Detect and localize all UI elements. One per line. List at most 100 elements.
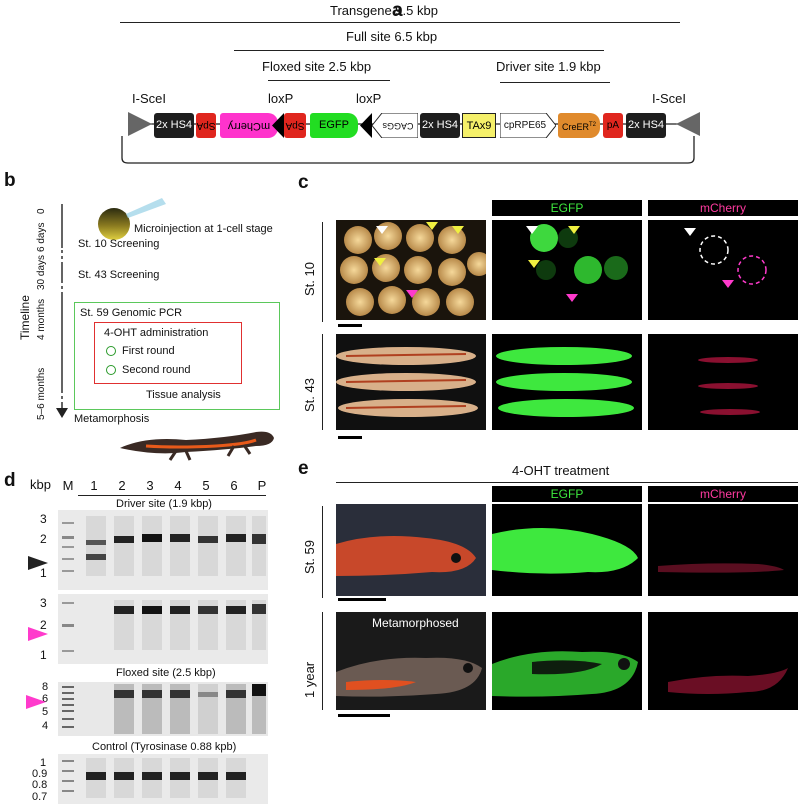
time-30-days: 30 days (36, 254, 47, 290)
transgene-label: Transgene 9.5 kbp (330, 3, 438, 18)
first-round-label: First round (122, 345, 175, 357)
driver-tick-2: 2 (40, 532, 47, 546)
cprpe65-promoter-arrow (500, 113, 556, 138)
driver-tick-1: 1 (40, 566, 47, 580)
st43-mcherry-image (648, 334, 798, 430)
second-round-circle (106, 365, 116, 375)
st59-brightfield-image (336, 504, 486, 596)
microinjection-label: Microinjection at 1-cell stage (134, 223, 273, 235)
mcherry-box: mCherry (220, 113, 278, 138)
st43-scalebar (338, 436, 362, 439)
control-tick-1: 1 (40, 757, 47, 769)
floxed-site-line (268, 80, 390, 81)
one-year-scalebar (338, 714, 390, 717)
cags-promoter-arrow (372, 113, 418, 138)
isce1-right-triangle (676, 112, 700, 136)
panel-c-mcherry-header: mCherry (648, 200, 798, 216)
st43-brightfield-image (336, 334, 486, 430)
newt-illustration (120, 431, 274, 461)
full-tick-5: 5 (42, 706, 49, 718)
st59-pcr-label: St. 59 Genomic PCR (80, 307, 183, 319)
isce1-left-label: I-SceI (132, 91, 166, 106)
time-4-months: 4 months (36, 298, 47, 340)
floxed-tick-1: 1 (40, 648, 47, 662)
control-tick-09: 0.9 (32, 768, 48, 780)
driver-site-label: Driver site 1.9 kbp (496, 59, 601, 74)
full-site-line (234, 50, 604, 51)
lane-5: 5 (202, 478, 210, 493)
panel-e-letter: e (298, 458, 309, 479)
driver-gel-title: Driver site (1.9 kbp) (116, 498, 212, 510)
st43-screening-label: St. 43 Screening (78, 269, 160, 281)
panel-c-row1-divider (322, 222, 323, 322)
spa-box-2: SpA (284, 113, 306, 138)
one-year-brightfield-image (336, 612, 486, 710)
panel-b-letter: b (4, 170, 16, 191)
st59-mcherry-image (648, 504, 798, 596)
panel-e-row1-label: St. 59 (302, 540, 317, 574)
one-year-mcherry-image (648, 612, 798, 710)
panel-d-letter: d (4, 470, 16, 491)
creert2-box: CreERT2 (558, 113, 600, 138)
floxed-tick-3: 3 (40, 596, 47, 610)
lane-1: 1 (90, 478, 98, 493)
loxp-left-triangle (272, 113, 284, 138)
floxed-tick-2: 2 (40, 618, 47, 632)
timeline-axis (56, 204, 68, 418)
loxp-right-triangle (360, 113, 372, 138)
first-round-circle (106, 346, 116, 356)
floxed-gel (58, 594, 268, 664)
hs4-box-1: 2x HS4 (154, 113, 194, 138)
floxed-site-label: Floxed site 2.5 kbp (262, 59, 372, 74)
green-box (74, 302, 280, 410)
panel-e-row1-divider (322, 506, 323, 598)
control-tick-07: 0.7 (32, 791, 48, 803)
st10-screening-label: St. 10 Screening (78, 238, 160, 250)
tax9-box: TAx9 (462, 113, 496, 138)
panel-e-title: 4-OHT treatment (512, 463, 610, 478)
hs4-box-3: 2x HS4 (626, 113, 666, 138)
st10-egfp-image (492, 220, 642, 320)
pa-box: pA (603, 113, 623, 138)
time-6-days: 6 days (36, 222, 47, 252)
one-year-egfp-image (492, 612, 642, 710)
panel-c-egfp-header: EGFP (492, 200, 642, 216)
panel-c-row2-divider (322, 334, 323, 430)
driver-arrowhead (28, 556, 48, 570)
metamorphosis-label: Metamorphosis (74, 413, 150, 425)
floxed-gel-title: Floxed site (2.5 kbp) (116, 667, 216, 679)
st59-scalebar (338, 598, 386, 601)
full-tick-4: 4 (42, 720, 49, 732)
driver-gel (58, 510, 268, 590)
time-5-6-months: 5–6 months (36, 367, 47, 420)
embryo-microinjection-icon (98, 198, 166, 240)
spa-box-1: SpA (196, 113, 216, 138)
panel-e-row2-label: 1 year (302, 661, 317, 698)
egfp-box: EGFP (310, 113, 358, 138)
timeline-label: Timeline (18, 295, 32, 340)
st10-brightfield-image (336, 220, 486, 320)
lane-6: 6 (230, 478, 238, 493)
time-0: 0 (36, 208, 47, 214)
st10-scalebar (338, 324, 362, 327)
panel-e-egfp-header: EGFP (492, 486, 642, 502)
kbp-label: kbp (30, 477, 51, 492)
ohta-label: 4-OHT administration (104, 327, 209, 339)
panel-e-title-line (336, 482, 798, 483)
control-tick-08: 0.8 (32, 779, 48, 791)
tissue-analysis-label: Tissue analysis (146, 389, 221, 401)
st10-mcherry-image (648, 220, 798, 320)
st43-egfp-image (492, 334, 642, 430)
full-site-label: Full site 6.5 kbp (346, 29, 438, 44)
metamorphosed-label: Metamorphosed (372, 616, 459, 630)
gel-header-line (78, 495, 266, 496)
st59-egfp-image (492, 504, 642, 596)
full-tick-8: 8 (42, 681, 49, 693)
panel-e-mcherry-header: mCherry (648, 486, 798, 502)
hs4-box-2: 2x HS4 (420, 113, 460, 138)
transgene-line (120, 22, 680, 23)
isce1-right-label: I-SceI (652, 91, 686, 106)
panel-c-row1-label: St. 10 (302, 262, 317, 296)
floxed-arrowhead (28, 627, 48, 641)
panel-c-row2-label: St. 43 (302, 378, 317, 412)
